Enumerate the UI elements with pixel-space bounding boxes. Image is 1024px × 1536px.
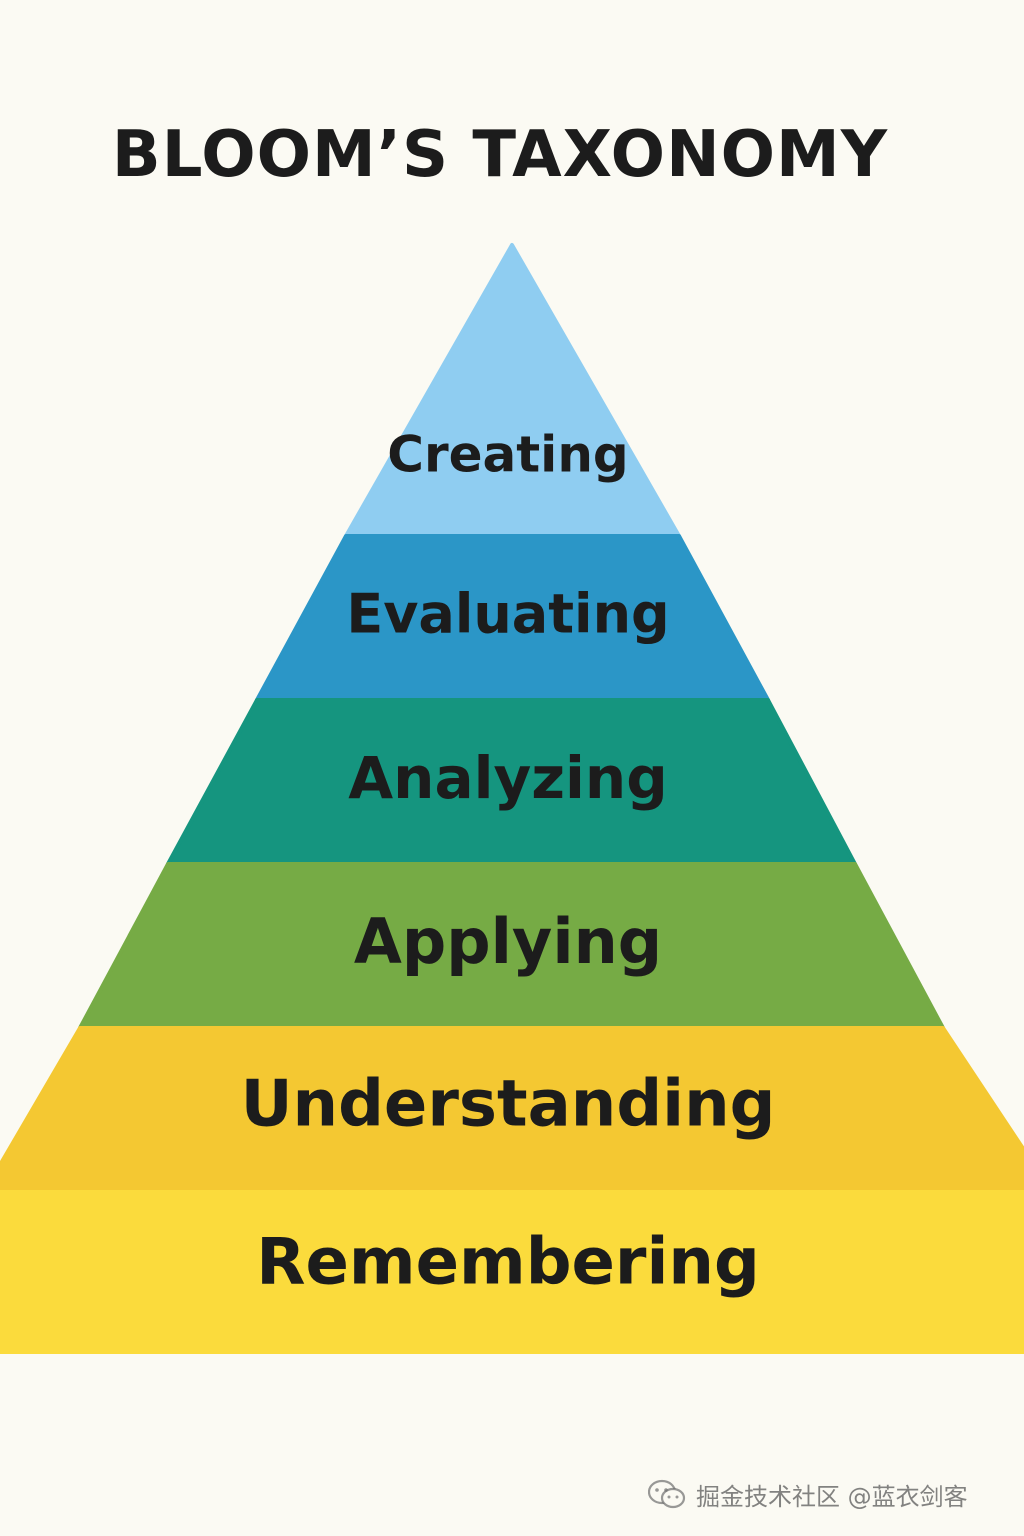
- tier-understanding: [0, 1026, 1024, 1194]
- tier-label-creating: Creating: [387, 426, 628, 484]
- tier-label-applying: Applying: [354, 905, 662, 978]
- tier-label-understanding: Understanding: [241, 1068, 776, 1142]
- tier-label-evaluating: Evaluating: [346, 583, 669, 646]
- tier-remembering: [0, 1190, 1024, 1354]
- tier-label-analyzing: Analyzing: [348, 744, 667, 812]
- watermark: 掘金技术社区 @蓝衣剑客: [648, 1474, 1008, 1514]
- diagram-title: BLOOM’S TAXONOMY: [111, 118, 889, 192]
- tier-label-remembering: Remembering: [256, 1226, 760, 1300]
- watermark-text: 掘金技术社区 @蓝衣剑客: [696, 1482, 968, 1511]
- tier-creating: [344, 243, 681, 538]
- wechat-icon: [648, 1479, 686, 1509]
